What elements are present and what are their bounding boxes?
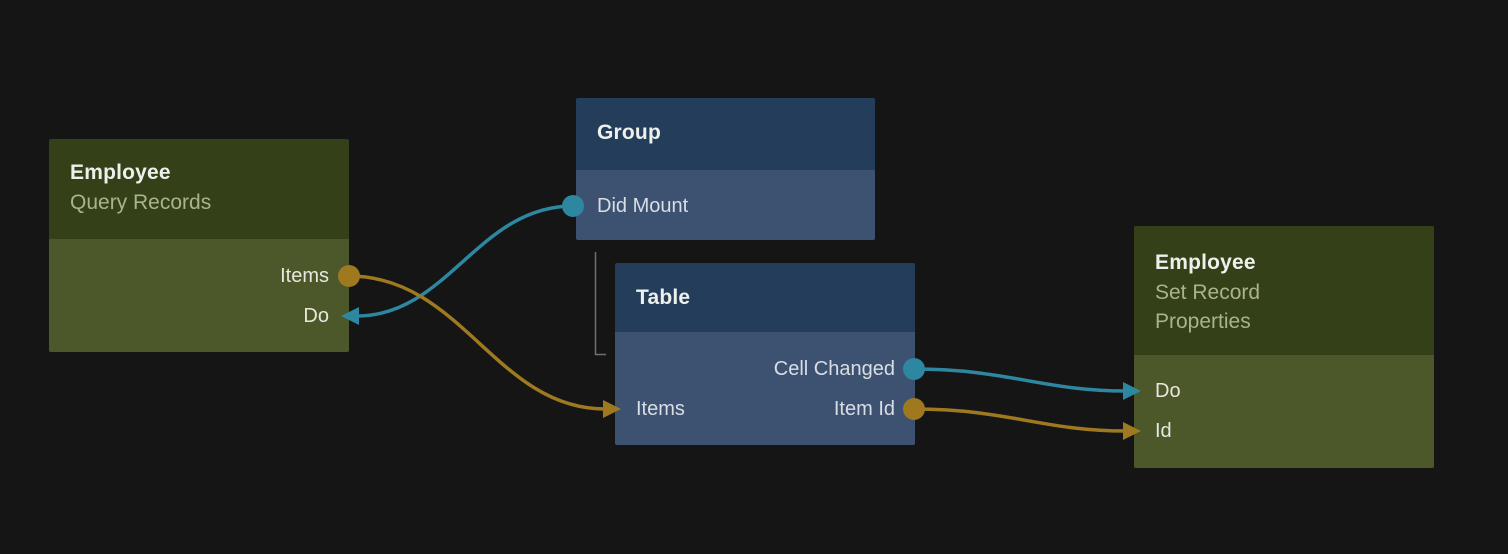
port-did-mount-output[interactable]: Did Mount	[576, 186, 875, 226]
port-label: Do	[303, 305, 329, 327]
node-group[interactable]: Group Did Mount	[576, 98, 875, 240]
wire-teal[interactable]	[912, 367, 1129, 393]
node-body: Did Mount	[576, 170, 875, 240]
connection-cellchanged-to-do[interactable]	[903, 358, 1141, 400]
node-body: Do Id	[1134, 355, 1434, 468]
port-label: Id	[1155, 420, 1172, 442]
port-do-input[interactable]: Do	[49, 296, 349, 336]
wire-orange[interactable]	[347, 274, 607, 411]
node-employee-query-records[interactable]: Employee Query Records Items Do	[49, 139, 349, 352]
port-id-input[interactable]: Id	[1134, 411, 1434, 451]
node-table[interactable]: Table Cell Changed Items Item Id	[615, 263, 915, 445]
node-body: Cell Changed Items Item Id	[615, 332, 915, 445]
hierarchy-connector-group-table	[594, 252, 606, 356]
port-item-id-output[interactable]: Item Id	[833, 398, 895, 420]
node-body: Items Do	[49, 239, 349, 352]
wire-teal[interactable]	[355, 204, 575, 318]
wire-orange[interactable]	[912, 407, 1129, 433]
node-subtitle: Query Records	[70, 191, 212, 214]
node-employee-set-record-properties[interactable]: Employee Set Record Properties Do Id	[1134, 226, 1434, 468]
port-label: Items	[280, 265, 329, 287]
connection-itemid-to-id[interactable]	[903, 398, 1141, 440]
port-items-output[interactable]: Items	[49, 256, 349, 296]
port-do-input[interactable]: Do	[1134, 371, 1434, 411]
port-label: Do	[1155, 380, 1181, 402]
connection-didmount-to-do[interactable]	[341, 195, 584, 325]
port-label: Did Mount	[597, 195, 689, 217]
port-row-items-itemid: Items Item Id	[615, 389, 915, 429]
node-title: Table	[636, 286, 691, 309]
node-title: Employee	[70, 161, 171, 184]
port-label: Cell Changed	[773, 358, 895, 380]
node-header: Employee Query Records	[49, 139, 349, 239]
node-header: Table	[615, 263, 915, 332]
connection-items-to-items[interactable]	[338, 265, 621, 418]
node-header: Employee Set Record Properties	[1134, 226, 1434, 355]
node-header: Group	[576, 98, 875, 170]
port-items-input[interactable]: Items	[636, 398, 685, 420]
node-subtitle: Set Record Properties	[1155, 281, 1261, 333]
node-title: Group	[597, 121, 661, 144]
node-title: Employee	[1155, 251, 1256, 274]
port-cell-changed-output[interactable]: Cell Changed	[615, 349, 915, 389]
